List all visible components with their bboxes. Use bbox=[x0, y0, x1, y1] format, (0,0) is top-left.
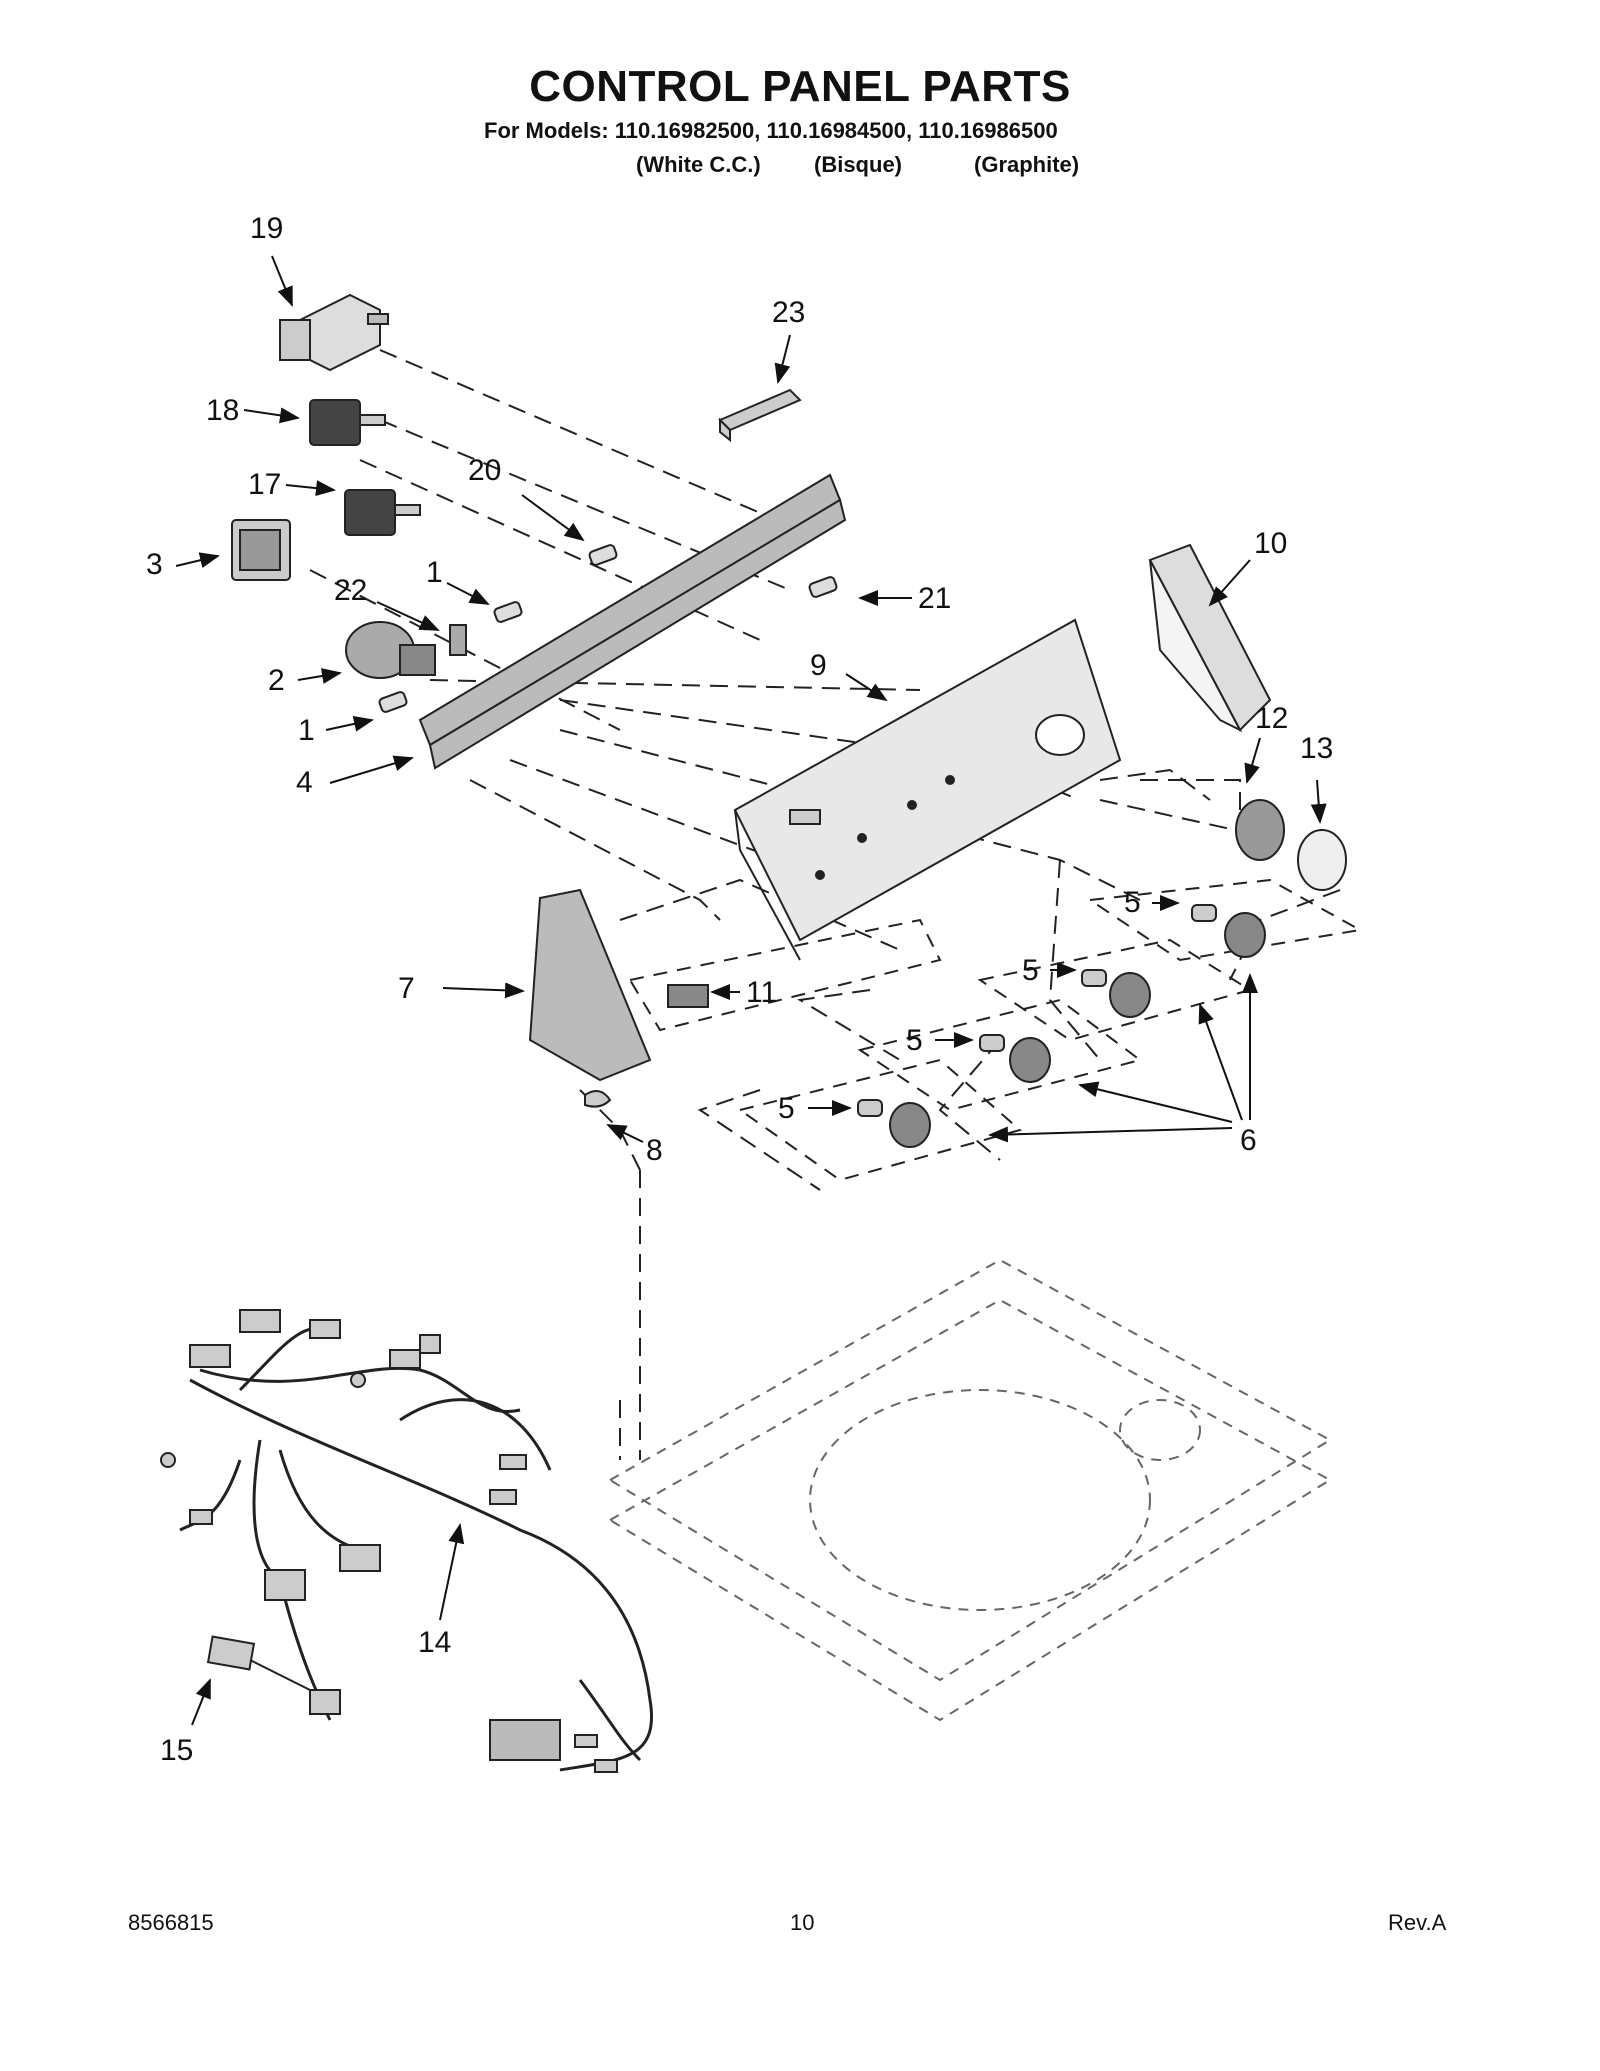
variant-graphite: (Graphite) bbox=[974, 152, 1080, 177]
knob-inserts-part-5 bbox=[857, 904, 1217, 1117]
doc-number: 8566815 bbox=[128, 1910, 214, 1935]
callout-18: 18 bbox=[206, 394, 239, 427]
callout-11: 11 bbox=[746, 976, 777, 1009]
wire-harness-part-14 bbox=[179, 1326, 653, 1772]
callout-3: 3 bbox=[146, 548, 163, 581]
page-title: CONTROL PANEL PARTS bbox=[529, 62, 1071, 111]
badge-part-11 bbox=[667, 984, 709, 1008]
callout-5-d: 5 bbox=[778, 1092, 795, 1125]
clip-part-8 bbox=[584, 1090, 612, 1108]
selector-knobs-part-6 bbox=[889, 912, 1266, 1148]
end-cap-part-7 bbox=[528, 888, 652, 1082]
washer-top-outline bbox=[608, 1258, 1332, 1722]
callout-2: 2 bbox=[268, 664, 285, 697]
callout-4: 4 bbox=[296, 766, 313, 799]
sensor-part-15 bbox=[206, 1635, 341, 1715]
callout-19: 19 bbox=[250, 212, 283, 245]
callout-arrows bbox=[175, 255, 1327, 1726]
switch-board-part-3 bbox=[231, 519, 291, 581]
callout-1-lower: 1 bbox=[298, 714, 315, 747]
callout-5-a: 5 bbox=[1124, 886, 1141, 919]
revision: Rev.A bbox=[1388, 1910, 1447, 1935]
callout-7: 7 bbox=[398, 972, 415, 1005]
callout-labels: 19 23 18 20 17 10 3 1 22 21 9 2 12 13 1 … bbox=[146, 212, 1333, 1767]
callout-10: 10 bbox=[1254, 527, 1287, 560]
callout-12: 12 bbox=[1255, 702, 1288, 735]
callout-20: 20 bbox=[468, 454, 501, 487]
screws bbox=[378, 544, 838, 713]
callout-21: 21 bbox=[918, 582, 951, 615]
variant-white: (White C.C.) bbox=[636, 152, 761, 177]
page-number: 10 bbox=[790, 1910, 815, 1935]
harness-connectors bbox=[160, 1309, 618, 1773]
console-bracket-part-4 bbox=[418, 473, 847, 770]
end-cap-part-10 bbox=[1148, 543, 1272, 733]
callout-17: 17 bbox=[248, 468, 281, 501]
callout-22: 22 bbox=[334, 574, 367, 607]
callout-9: 9 bbox=[810, 649, 827, 682]
callout-14: 14 bbox=[418, 1626, 451, 1659]
models-line: For Models: 110.16982500, 110.16984500, … bbox=[484, 118, 1058, 143]
callout-15: 15 bbox=[160, 1734, 193, 1767]
callout-23: 23 bbox=[772, 296, 805, 329]
callout-1-upper: 1 bbox=[426, 556, 443, 589]
motor-switch-part-2 bbox=[345, 621, 436, 679]
callout-6: 6 bbox=[1240, 1124, 1257, 1157]
callout-5-c: 5 bbox=[906, 1024, 923, 1057]
console-panel-part-9 bbox=[733, 618, 1122, 961]
callout-8: 8 bbox=[646, 1134, 663, 1167]
switch-part-17 bbox=[344, 489, 421, 536]
switch-part-18 bbox=[309, 399, 386, 446]
timer-part bbox=[279, 293, 389, 372]
knob-part-12-13 bbox=[1235, 799, 1347, 891]
callout-13: 13 bbox=[1300, 732, 1333, 765]
callout-5-b: 5 bbox=[1022, 954, 1039, 987]
variant-bisque: (Bisque) bbox=[814, 152, 902, 177]
bracket-part bbox=[718, 388, 802, 443]
